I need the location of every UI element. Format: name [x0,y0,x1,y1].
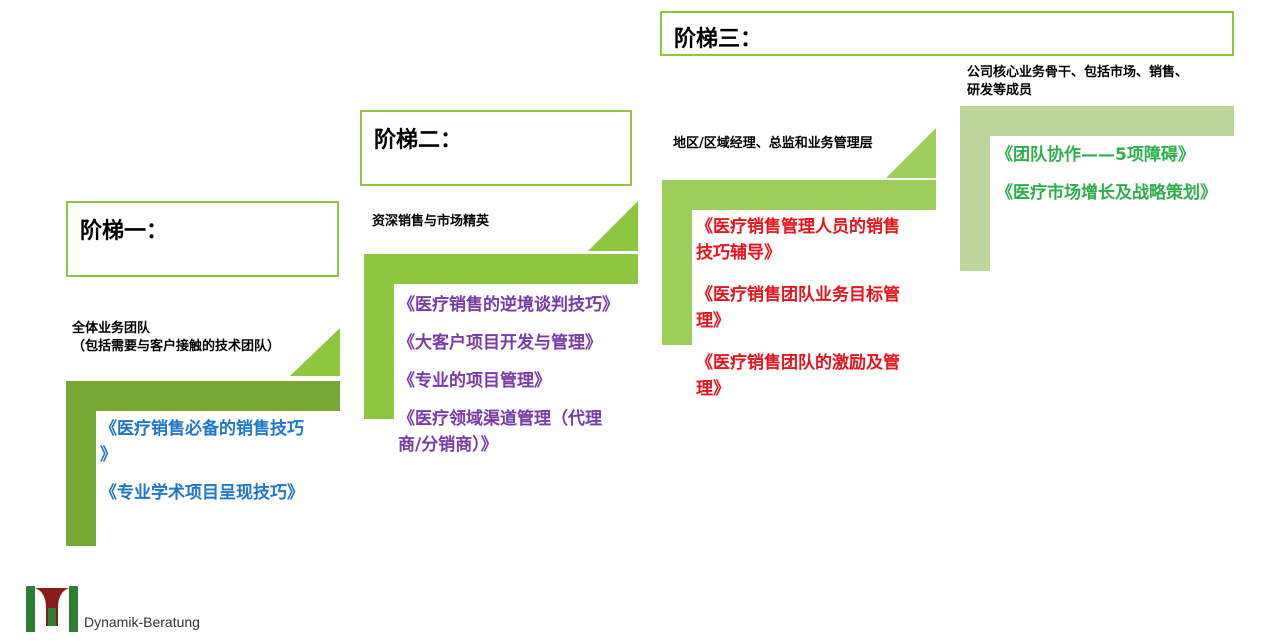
stage-2-step-triangle [588,201,638,251]
stage-3-title-box: 阶梯三： [660,11,1234,56]
stage-1-title: 阶梯一： [80,219,169,244]
stage-2-course: 《大客户项目开发与管理》 [398,333,602,353]
stage-3-course-list: 《医疗销售管理人员的销售 技巧辅导》 《医疗销售团队业务目标管 理》 《医疗销售… [696,214,900,402]
stage-1-audience-line: （包括需要与客户接触的技术团队） [72,339,281,354]
stage-4-audience: 公司核心业务骨干、包括市场、销售、 研发等成员 [967,64,1188,100]
stage-3-course: 《医疗销售管理人员的销售 [696,217,900,237]
stage-3-step-top-bar [662,180,936,210]
stage-3-audience-line: 地区/区域经理、总监和业务管理层 [673,136,873,151]
stage-1-course: 》 [100,445,117,465]
stage-4-course-list: 《团队协作——5项障碍》 《医疗市场增长及战略策划》 [996,142,1217,206]
logo-text: Dynamik-Beratung [84,614,200,630]
stage-1-course: 《专业学术项目呈现技巧》 [100,483,304,503]
stage-3-title: 阶梯三： [674,27,763,52]
stage-4-course: 《团队协作——5项障碍》 [996,145,1195,165]
stage-2-step-vertical-bar [364,254,394,419]
stage-2-title-box: 阶梯二： [360,110,632,186]
stage-2-course: 商/分销商）》 [398,435,498,455]
stage-2-course: 《医疗销售的逆境谈判技巧》 [398,295,619,315]
stage-1-course-list: 《医疗销售必备的销售技巧 》 《专业学术项目呈现技巧》 [100,416,304,506]
stage-2-audience-line: 资深销售与市场精英 [372,214,490,229]
stage-4-audience-line: 公司核心业务骨干、包括市场、销售、 [967,65,1189,80]
stage-3-step-triangle [886,128,936,178]
stage-1-audience: 全体业务团队 （包括需要与客户接触的技术团队） [72,320,280,356]
stage-3-course: 《医疗销售团队的激励及管 [696,353,900,373]
stage-1-step-vertical-bar [66,381,96,546]
stage-3-step-vertical-bar [662,180,692,345]
stage-4-audience-line: 研发等成员 [967,83,1033,98]
stage-1-course: 《医疗销售必备的销售技巧 [100,419,304,439]
stage-2-step-top-bar [364,254,638,284]
stage-4-course: 《医疗市场增长及战略策划》 [996,183,1217,203]
stage-1-step-top-bar [66,381,340,411]
stage-2-course: 《医疗领域渠道管理（代理 [398,409,602,429]
stage-2-course-list: 《医疗销售的逆境谈判技巧》 《大客户项目开发与管理》 《专业的项目管理》 《医疗… [398,292,619,458]
stage-3-course: 《医疗销售团队业务目标管 [696,285,900,305]
stage-2-title: 阶梯二： [374,128,463,153]
stage-1-title-box: 阶梯一： [66,201,339,277]
logo-mark-icon [26,586,78,632]
stage-3-audience: 地区/区域经理、总监和业务管理层 [673,135,873,153]
stage-1-audience-line: 全体业务团队 [72,321,151,336]
stage-1-step-triangle [290,328,340,376]
stage-2-audience: 资深销售与市场精英 [372,213,489,231]
stage-4-step-top-bar [960,106,1234,136]
stage-3-course: 理》 [696,379,730,399]
stage-3-course: 技巧辅导》 [696,243,781,263]
stage-4-step-vertical-bar [960,106,990,271]
stage-3-course: 理》 [696,311,730,331]
stage-2-course: 《专业的项目管理》 [398,371,551,391]
company-logo: Dynamik-Beratung [26,586,246,632]
